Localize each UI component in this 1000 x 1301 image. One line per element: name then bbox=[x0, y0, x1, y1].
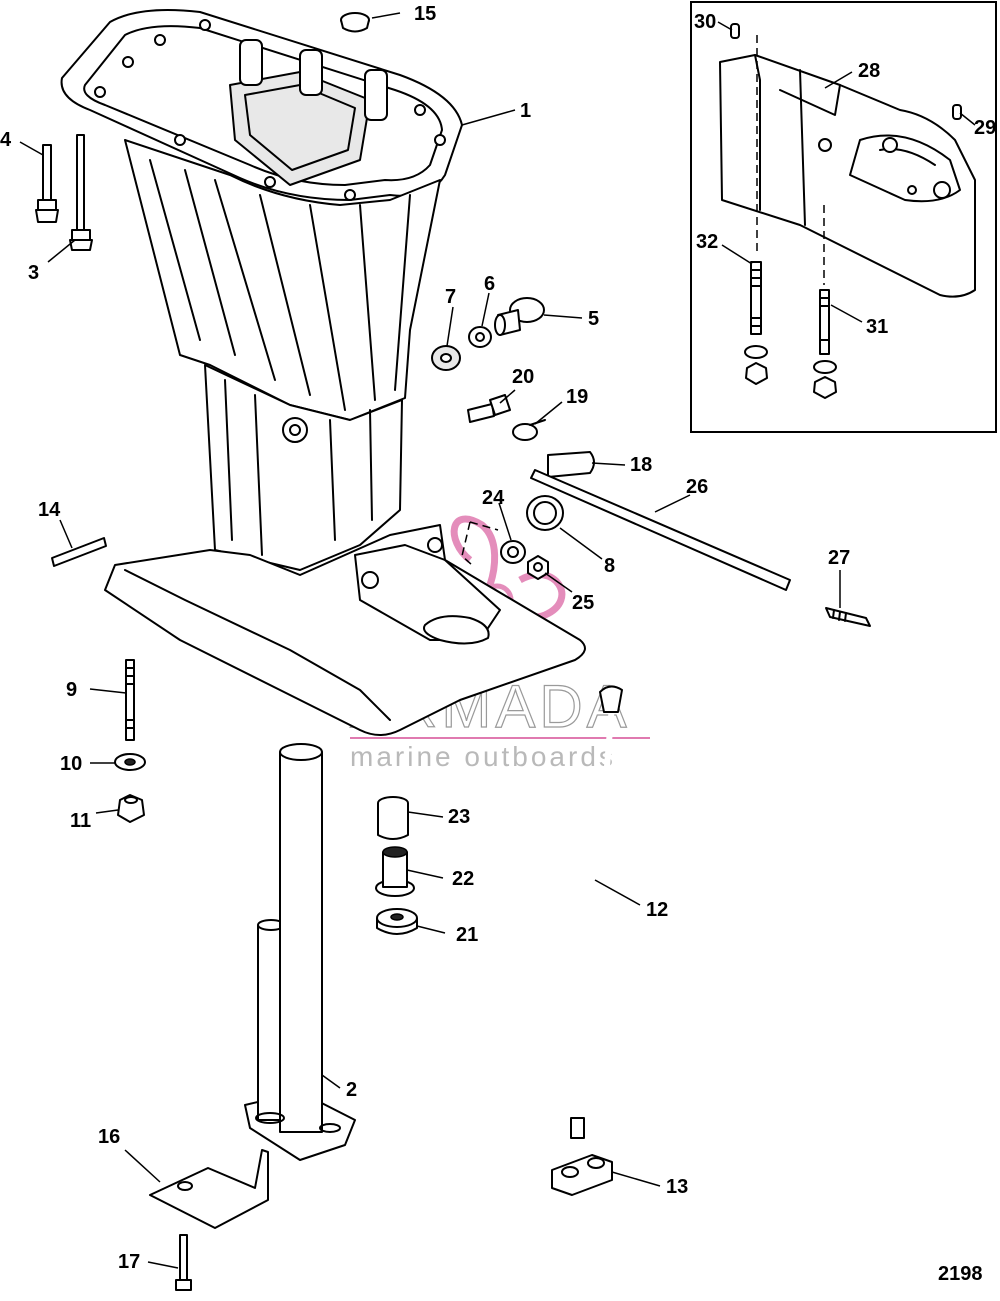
callout-15: 15 bbox=[414, 3, 436, 25]
callout-19: 19 bbox=[566, 386, 588, 408]
callout-2: 2 bbox=[346, 1079, 357, 1101]
callout-12: 12 bbox=[646, 899, 668, 921]
callout-25: 25 bbox=[572, 592, 594, 614]
callout-26: 26 bbox=[686, 476, 708, 498]
spacer-plate-assembly bbox=[719, 54, 976, 298]
stud bbox=[125, 659, 135, 741]
driveshaft-housing bbox=[60, 8, 586, 736]
callout-31: 31 bbox=[866, 316, 888, 338]
callout-21: 21 bbox=[456, 924, 478, 946]
callout-18: 18 bbox=[630, 454, 652, 476]
screw bbox=[175, 1234, 192, 1291]
seal-washer bbox=[500, 540, 526, 564]
callout-16: 16 bbox=[98, 1126, 120, 1148]
callout-5: 5 bbox=[588, 308, 599, 330]
callout-28: 28 bbox=[858, 60, 880, 82]
callout-17: 17 bbox=[118, 1251, 140, 1273]
lock-nut bbox=[117, 794, 145, 823]
watermark-tagline: marine outboards bbox=[350, 741, 616, 772]
callout-7: 7 bbox=[445, 286, 456, 308]
figure-number: 2198 bbox=[938, 1263, 983, 1285]
callout-10: 10 bbox=[60, 753, 82, 775]
bolt-long-pair bbox=[35, 134, 93, 251]
washer bbox=[468, 326, 492, 348]
callout-6: 6 bbox=[484, 273, 495, 295]
callout-3: 3 bbox=[28, 262, 39, 284]
callout-30: 30 bbox=[694, 11, 716, 33]
callout-32: 32 bbox=[696, 231, 718, 253]
flanged-bushing bbox=[375, 846, 415, 897]
callout-11: 11 bbox=[70, 810, 91, 832]
bushing bbox=[377, 796, 409, 840]
callout-23: 23 bbox=[448, 806, 470, 828]
grommet-ring bbox=[526, 495, 564, 531]
callout-8: 8 bbox=[604, 555, 615, 577]
flat-washer bbox=[114, 753, 146, 771]
inset-stud-right bbox=[813, 289, 837, 399]
water-tube bbox=[540, 685, 623, 1139]
leader-lines bbox=[19, 12, 976, 1269]
exhaust-tube-assembly bbox=[244, 743, 356, 1161]
callout-labels: 1 2 3 4 5 6 7 8 9 10 11 12 13 14 15 16 1… bbox=[0, 3, 996, 1285]
hose-fitting bbox=[467, 394, 511, 423]
inset-stud-left bbox=[744, 261, 768, 385]
callout-4: 4 bbox=[0, 129, 12, 151]
callout-27: 27 bbox=[828, 547, 850, 569]
callout-1: 1 bbox=[520, 100, 531, 122]
hose-clamp bbox=[512, 419, 546, 441]
inset-frame bbox=[690, 1, 997, 433]
callout-24: 24 bbox=[482, 487, 505, 509]
water-tube-seal bbox=[551, 1154, 613, 1196]
rubber-sleeve bbox=[547, 451, 595, 478]
water-tube-fitting bbox=[825, 607, 871, 627]
shift-rod bbox=[530, 469, 791, 591]
callout-14: 14 bbox=[38, 499, 61, 521]
callout-20: 20 bbox=[512, 366, 534, 388]
dowel-pin-left bbox=[730, 23, 740, 39]
dowel-pin-right bbox=[952, 104, 962, 120]
decal-plate bbox=[51, 537, 107, 567]
mounting-bracket bbox=[149, 1149, 269, 1229]
callout-9: 9 bbox=[66, 679, 77, 701]
drain-plug bbox=[494, 297, 545, 336]
callout-22: 22 bbox=[452, 868, 474, 890]
callout-29: 29 bbox=[974, 117, 996, 139]
spacer bbox=[431, 345, 461, 371]
hex-nut bbox=[527, 555, 549, 580]
rubber-mount bbox=[376, 908, 418, 935]
callout-13: 13 bbox=[666, 1176, 688, 1198]
grommet bbox=[340, 12, 370, 33]
